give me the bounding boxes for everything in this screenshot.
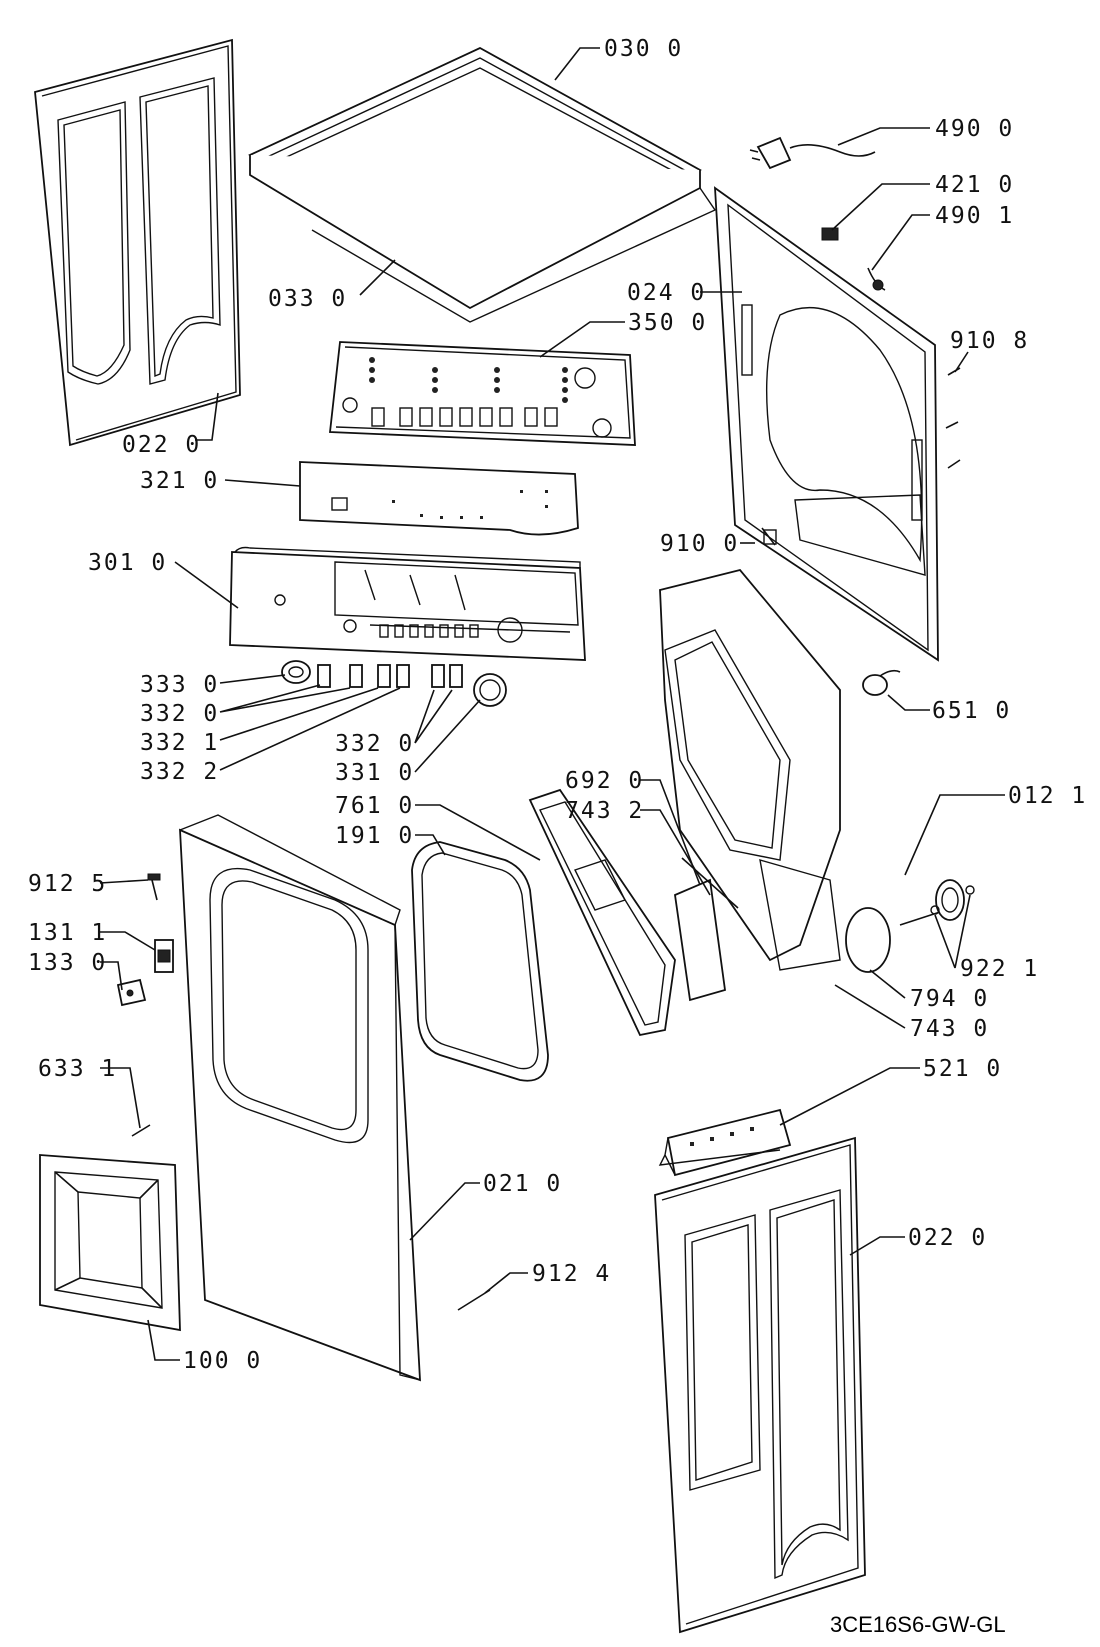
label-794-0: 794 0 — [910, 986, 989, 1012]
side-panel-left-part[interactable] — [34, 38, 241, 447]
screw-912-5-part[interactable] — [147, 873, 161, 901]
label-761-0: 761 0 — [335, 793, 414, 819]
screw-912-4-part[interactable] — [457, 1289, 491, 1311]
label-131-1: 131 1 — [28, 920, 107, 946]
panel-film-part[interactable] — [299, 461, 579, 536]
door-lock-part[interactable] — [154, 939, 174, 973]
label-012-1: 012 1 — [1008, 783, 1087, 809]
screw-633-1-part[interactable] — [131, 1124, 151, 1137]
label-633-1: 633 1 — [38, 1056, 117, 1082]
leader-lines — [99, 47, 1005, 1361]
label-332-2: 332 2 — [140, 759, 219, 785]
label-490-0: 490 0 — [935, 116, 1014, 142]
power-cord-part[interactable] — [749, 136, 876, 170]
label-030-0: 030 0 — [604, 36, 683, 62]
label-100-0: 100 0 — [183, 1348, 262, 1374]
connector-part[interactable] — [821, 227, 839, 241]
control-panel-part[interactable] — [229, 546, 586, 661]
side-panel-right-part[interactable] — [654, 1136, 866, 1634]
label-910-8: 910 8 — [950, 328, 1029, 354]
label-022-0-bottom: 022 0 — [908, 1225, 987, 1251]
hinge-part[interactable] — [116, 978, 147, 1007]
back-panel-part[interactable] — [713, 186, 939, 662]
label-922-1: 922 1 — [960, 956, 1039, 982]
label-301-0: 301 0 — [88, 550, 167, 576]
screw-set-part[interactable] — [945, 367, 961, 469]
label-332-0-b: 332 0 — [335, 731, 414, 757]
label-321-0: 321 0 — [140, 468, 219, 494]
part-labels: 030 0 490 0 421 0 490 1 024 0 033 0 350 … — [28, 36, 1087, 1374]
label-133-0: 133 0 — [28, 950, 107, 976]
pulley-part[interactable] — [899, 879, 975, 926]
label-024-0: 024 0 — [627, 280, 706, 306]
sensor-part[interactable] — [862, 669, 901, 696]
bearing-shield-part[interactable] — [659, 568, 841, 971]
label-331-0: 331 0 — [335, 760, 414, 786]
drive-belt-part[interactable] — [845, 907, 891, 973]
tray-part[interactable] — [39, 1154, 181, 1332]
label-692-0: 692 0 — [565, 768, 644, 794]
screw-part[interactable] — [761, 527, 777, 546]
seal-strip-part[interactable] — [681, 857, 739, 909]
diagram-code: 3CE16S6-GW-GL — [830, 1612, 1006, 1637]
label-912-5: 912 5 — [28, 871, 107, 897]
label-651-0: 651 0 — [932, 698, 1011, 724]
label-022-0-top: 022 0 — [122, 432, 201, 458]
label-743-0: 743 0 — [910, 1016, 989, 1042]
label-350-0: 350 0 — [628, 310, 707, 336]
label-191-0: 191 0 — [335, 823, 414, 849]
lint-filter-part[interactable] — [528, 788, 676, 1037]
top-lid-part[interactable] — [248, 46, 717, 323]
knob-adapter-part[interactable] — [281, 660, 311, 684]
gasket-part[interactable] — [674, 878, 726, 1002]
electronic-module-part[interactable] — [658, 1108, 792, 1177]
wire-harness-part[interactable] — [867, 267, 886, 291]
door-seal-part[interactable] — [411, 841, 549, 1082]
label-910-0: 910 0 — [660, 531, 739, 557]
control-board-part[interactable] — [328, 341, 636, 446]
label-332-0-a: 332 0 — [140, 701, 219, 727]
label-333-0: 333 0 — [140, 672, 219, 698]
label-421-0: 421 0 — [935, 172, 1014, 198]
selector-knob-part[interactable] — [473, 673, 507, 707]
label-033-0: 033 0 — [268, 286, 347, 312]
label-743-2: 743 2 — [565, 798, 644, 824]
push-button-group-part[interactable] — [317, 664, 463, 688]
label-021-0: 021 0 — [483, 1171, 562, 1197]
label-912-4: 912 4 — [532, 1261, 611, 1287]
front-panel-part[interactable] — [179, 814, 421, 1382]
label-521-0: 521 0 — [923, 1056, 1002, 1082]
label-332-1: 332 1 — [140, 730, 219, 756]
label-490-1: 490 1 — [935, 203, 1014, 229]
